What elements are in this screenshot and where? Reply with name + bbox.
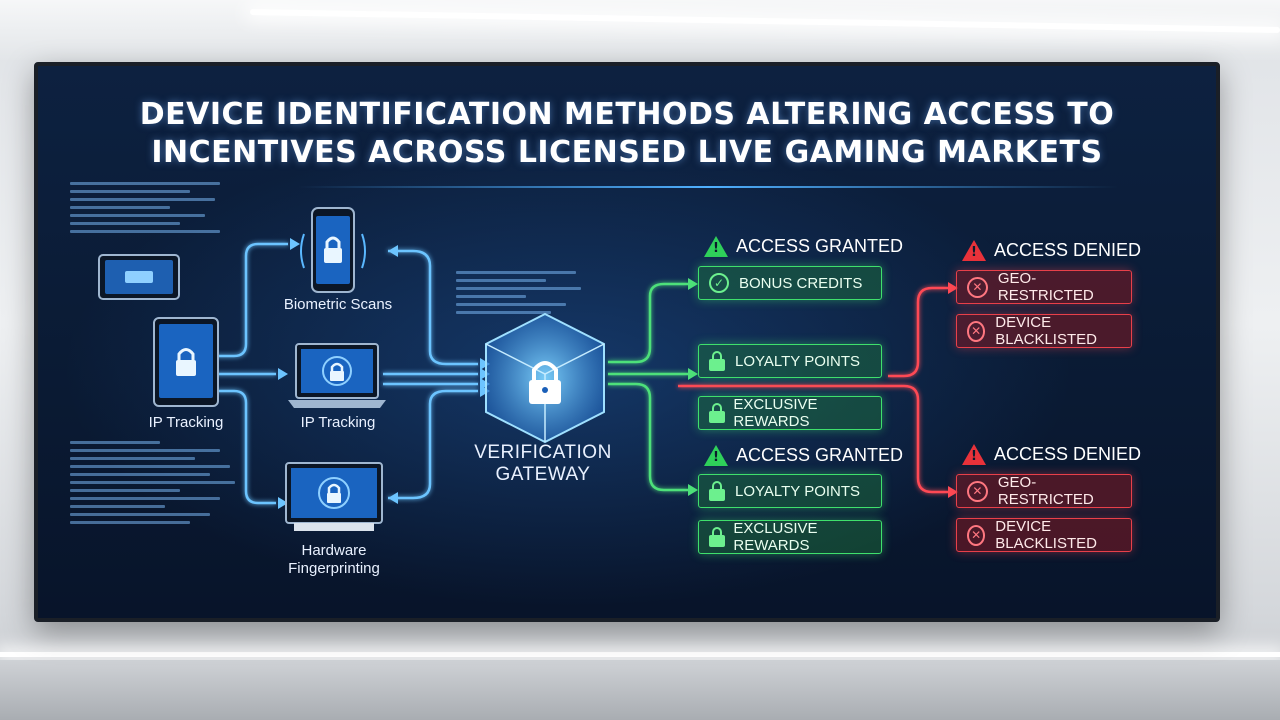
granted-item-text: LOYALTY POINTS: [735, 352, 861, 370]
warning-triangle-icon: !: [704, 236, 728, 257]
verification-gateway-cube-icon: [485, 312, 605, 444]
denied-item-text: DEVICE BLACKLISTED: [995, 518, 1097, 552]
decorative-text-column-left-top: [70, 182, 230, 233]
granted-item-exclusive-rewards-top: EXCLUSIVE REWARDS: [698, 396, 882, 430]
hardware-monitor-icon: [285, 462, 383, 531]
granted-item-loyalty-points-top: LOYALTY POINTS: [698, 344, 882, 378]
blue-flow-lines: [216, 242, 478, 505]
decorative-text-column-left-bottom: [70, 441, 240, 524]
biometric-scans-label: Biometric Scans: [283, 296, 393, 313]
denied-item-geo-restricted-top: ✕ GEO-RESTRICTED: [956, 270, 1132, 304]
ip-tracking-left-label: IP Tracking: [148, 414, 224, 431]
display-screen: DEVICE IDENTIFICATION METHODS ALTERING A…: [34, 62, 1220, 622]
title-line-2: INCENTIVES ACROSS LICENSED LIVE GAMING M…: [151, 135, 1103, 170]
granted-item-loyalty-points-bottom: LOYALTY POINTS: [698, 474, 882, 508]
biometric-phone-icon: [300, 207, 366, 293]
denied-item-text: GEO-RESTRICTED: [997, 474, 1094, 508]
x-circle-icon: ✕: [967, 524, 986, 546]
connection-lines: [216, 238, 958, 509]
x-circle-icon: ✕: [967, 320, 986, 342]
lock-icon: [709, 481, 725, 501]
denied-item-geo-restricted-bottom: ✕ GEO-RESTRICTED: [956, 474, 1132, 508]
red-flow-lines: [678, 286, 948, 494]
hardware-label-line-2: Fingerprinting: [288, 560, 380, 577]
ip-tracking-tablet-icon: [153, 317, 219, 407]
hardware-label-line-1: Hardware: [301, 542, 367, 559]
green-flow-lines: [608, 282, 688, 492]
access-denied-top-text: ACCESS DENIED: [994, 240, 1142, 260]
lock-icon: [709, 351, 725, 371]
access-granted-heading-bottom: ! ACCESS GRANTED: [704, 445, 903, 466]
verification-gateway-label: VERIFICATION GATEWAY: [468, 442, 618, 486]
title-line-1: DEVICE IDENTIFICATION METHODS ALTERING A…: [139, 97, 1115, 132]
gateway-label-line-2: GATEWAY: [495, 464, 591, 485]
ceiling: [0, 0, 1280, 60]
granted-item-text: EXCLUSIVE REWARDS: [733, 520, 818, 554]
red-arrowheads: [948, 282, 958, 498]
check-circle-icon: ✓: [709, 273, 729, 293]
granted-item-text: LOYALTY POINTS: [735, 482, 861, 500]
warning-triangle-icon: !: [962, 444, 986, 465]
access-granted-heading-top: ! ACCESS GRANTED: [704, 236, 903, 257]
access-granted-bottom-text: ACCESS GRANTED: [736, 445, 904, 465]
access-denied-heading-top: ! ACCESS DENIED: [962, 240, 1141, 261]
page-title: DEVICE IDENTIFICATION METHODS ALTERING A…: [38, 96, 1216, 172]
access-granted-top-text: ACCESS GRANTED: [736, 236, 904, 256]
green-arrowheads: [688, 278, 698, 496]
ip-tracking-center-label: IP Tracking: [300, 414, 376, 431]
granted-item-exclusive-rewards-bottom: EXCLUSIVE REWARDS: [698, 520, 882, 554]
granted-item-text: EXCLUSIVE REWARDS: [733, 396, 818, 430]
access-denied-heading-bottom: ! ACCESS DENIED: [962, 444, 1141, 465]
granted-item-text: BONUS CREDITS: [739, 274, 863, 292]
granted-item-bonus-credits: ✓ BONUS CREDITS: [698, 266, 882, 300]
decorative-text-column-center: [456, 271, 586, 314]
x-circle-icon: ✕: [967, 276, 988, 298]
ip-tracking-laptop-icon: [288, 343, 386, 408]
lock-icon: [709, 527, 725, 547]
lock-icon: [709, 403, 725, 423]
access-denied-bottom-text: ACCESS DENIED: [994, 444, 1142, 464]
denied-item-device-blacklisted-top: ✕ DEVICE BLACKLISTED: [956, 314, 1132, 348]
x-circle-icon: ✕: [967, 480, 988, 502]
gateway-label-line-1: VERIFICATION: [474, 442, 612, 463]
tablet-small-icon: [98, 254, 180, 300]
warning-triangle-icon: !: [704, 445, 728, 466]
denied-item-device-blacklisted-bottom: ✕ DEVICE BLACKLISTED: [956, 518, 1132, 552]
hardware-fingerprinting-label: Hardware Fingerprinting: [264, 542, 404, 578]
warning-triangle-icon: !: [962, 240, 986, 261]
denied-item-text: GEO-RESTRICTED: [997, 270, 1094, 304]
floor: [0, 660, 1280, 720]
floor-light-strip: [0, 652, 1280, 657]
denied-item-text: DEVICE BLACKLISTED: [995, 314, 1097, 348]
title-underline: [298, 186, 1118, 188]
